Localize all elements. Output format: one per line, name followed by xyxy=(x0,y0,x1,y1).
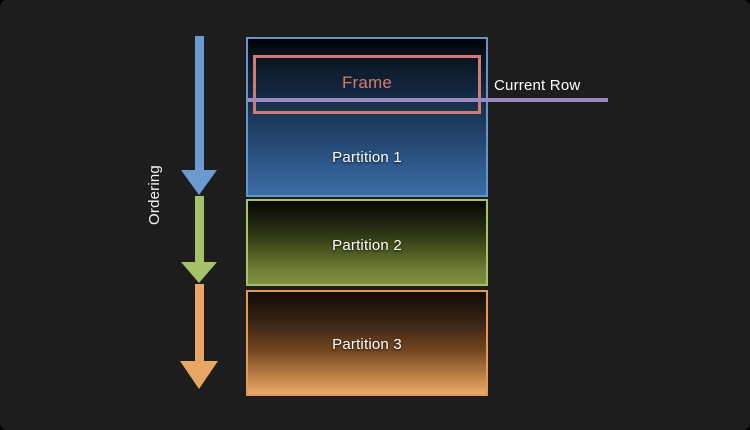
partition-label-2: Partition 2 xyxy=(332,237,402,254)
partition-box-2[interactable]: Partition 2 xyxy=(246,199,488,286)
partition-stack: Partition 1 Partition 2 Partition 3 xyxy=(246,37,488,396)
frame-box[interactable]: Frame xyxy=(253,55,481,114)
ordering-arrow-orange-icon xyxy=(180,284,218,389)
partition-box-3[interactable]: Partition 3 xyxy=(246,290,488,396)
frame-label: Frame xyxy=(341,73,393,92)
current-row-line xyxy=(248,98,608,102)
partition-label-1: Partition 1 xyxy=(332,149,402,166)
ordering-arrow-green-icon xyxy=(181,196,217,283)
partition-label-3: Partition 3 xyxy=(332,336,402,353)
ordering-axis-label: Ordering xyxy=(146,165,163,225)
ordering-arrow-blue-icon xyxy=(181,36,217,195)
partition-box-1[interactable]: Partition 1 xyxy=(246,37,488,197)
current-row-label: Current Row xyxy=(494,77,581,94)
